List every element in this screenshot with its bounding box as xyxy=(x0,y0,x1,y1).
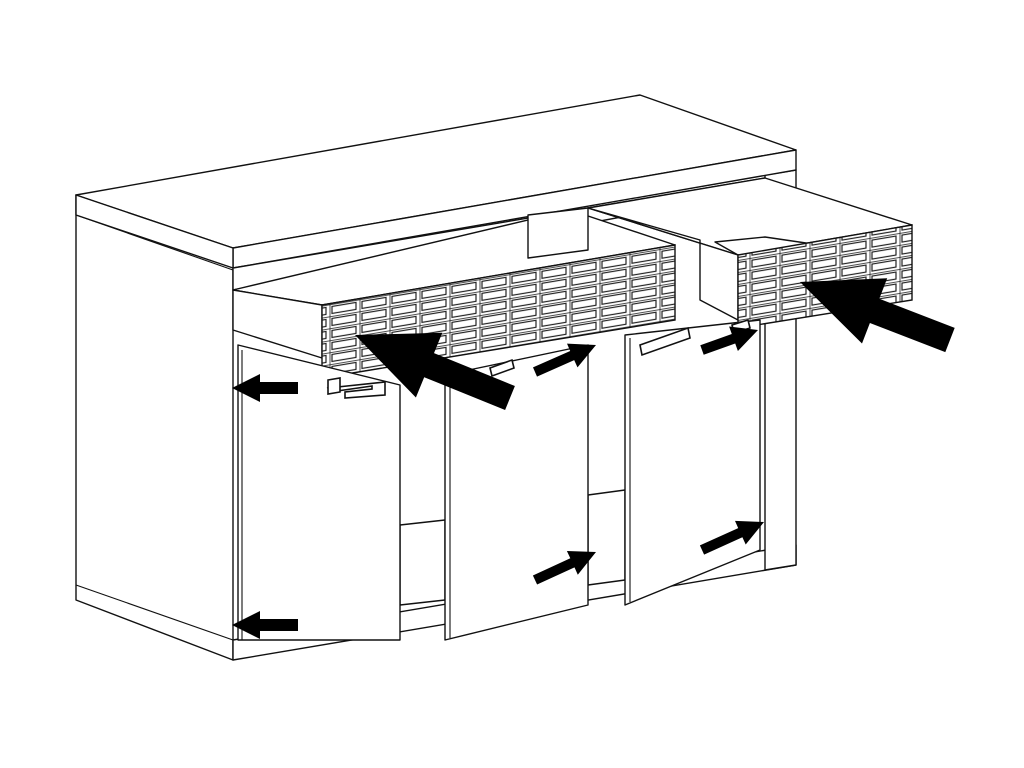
arrow-7 xyxy=(700,326,758,355)
arrow-1 xyxy=(355,332,515,410)
handle-middle-drawer xyxy=(489,358,515,378)
arrows xyxy=(232,278,955,639)
arrow-6 xyxy=(532,551,596,585)
arrow-3 xyxy=(232,374,298,402)
right-drawer-side xyxy=(587,207,739,321)
arrow-5 xyxy=(533,343,596,377)
left-door xyxy=(237,344,401,641)
left-side-panel xyxy=(75,194,234,661)
arrow-8 xyxy=(699,520,764,555)
arrow-4 xyxy=(232,611,298,639)
middle-door xyxy=(444,344,589,641)
doors xyxy=(237,319,761,641)
handle-left-drawer-2 xyxy=(327,377,341,395)
left-drawer-back xyxy=(527,207,589,259)
handle-center xyxy=(639,326,691,357)
arrow-2 xyxy=(800,278,955,353)
top-panel xyxy=(75,94,797,269)
interior-back xyxy=(399,519,446,606)
handle-left-drawer xyxy=(326,381,386,399)
interior-back-2 xyxy=(587,489,626,586)
